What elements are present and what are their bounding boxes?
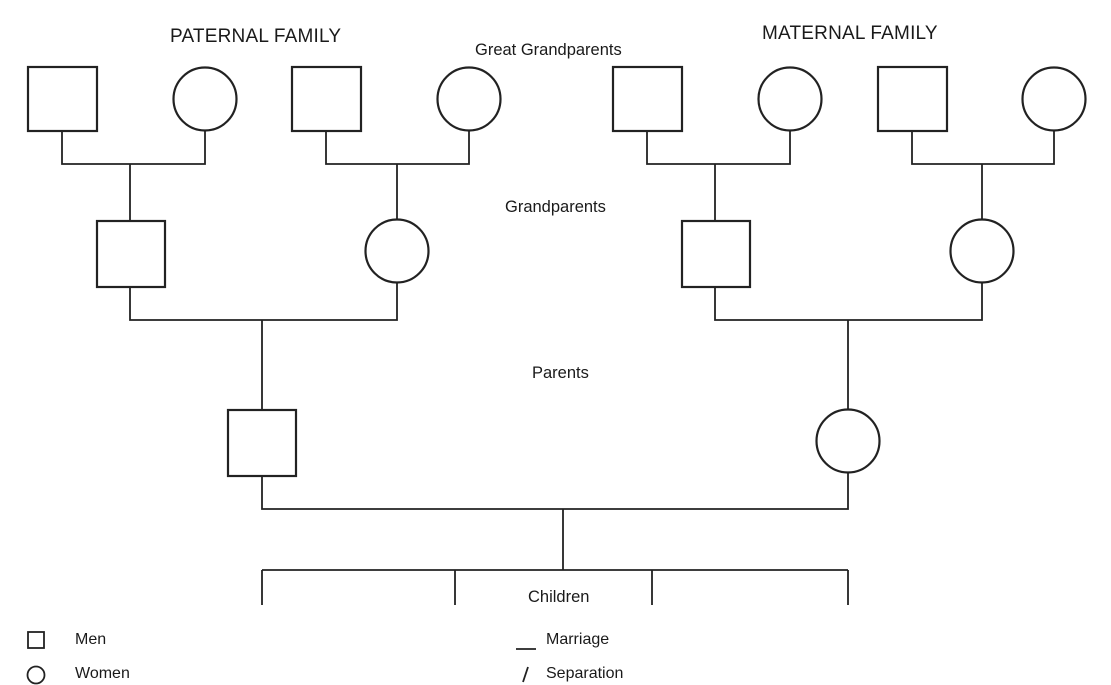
great-grandmother-maternal-1 — [757, 66, 823, 132]
legend-men-label: Men — [75, 631, 107, 648]
legend-women-icon — [26, 665, 46, 685]
great-grandparents-label: Great Grandparents — [475, 41, 622, 59]
children-label: Children — [528, 588, 590, 606]
marriage-line-gg-3 — [646, 131, 791, 165]
mother — [815, 408, 881, 474]
legend-men-icon — [27, 631, 45, 649]
marriage-line-parents — [261, 472, 849, 510]
paternal-family-heading: PATERNAL FAMILY — [170, 26, 342, 47]
parents-label: Parents — [532, 364, 589, 382]
great-grandmother-paternal-2 — [436, 66, 502, 132]
maternal-family-heading: MATERNAL FAMILY — [762, 23, 938, 44]
father — [226, 408, 298, 478]
legend-marriage-label: Marriage — [546, 631, 610, 648]
marriage-line-gg-1 — [61, 131, 206, 165]
grandfather-maternal — [680, 219, 752, 289]
great-grandmother-maternal-2 — [1021, 66, 1087, 132]
legend-separation-icon — [522, 666, 529, 683]
great-grandfather-paternal-1 — [26, 65, 99, 133]
great-grandfather-paternal-2 — [290, 65, 363, 133]
legend-separation-label: Separation — [546, 665, 624, 682]
great-grandfather-maternal-1 — [611, 65, 684, 133]
grandfather-paternal — [95, 219, 167, 289]
great-grandfather-maternal-2 — [876, 65, 949, 133]
grandmother-paternal — [364, 218, 430, 284]
great-grandmother-paternal-1 — [172, 66, 238, 132]
marriage-line-grandparents-paternal — [129, 283, 398, 321]
marriage-line-gg-2 — [325, 131, 470, 165]
grandparents-label: Grandparents — [505, 198, 606, 216]
grandmother-maternal — [949, 218, 1015, 284]
legend-women-label: Women — [75, 665, 130, 682]
marriage-line-gg-4 — [911, 131, 1055, 165]
marriage-line-grandparents-maternal — [714, 283, 983, 321]
